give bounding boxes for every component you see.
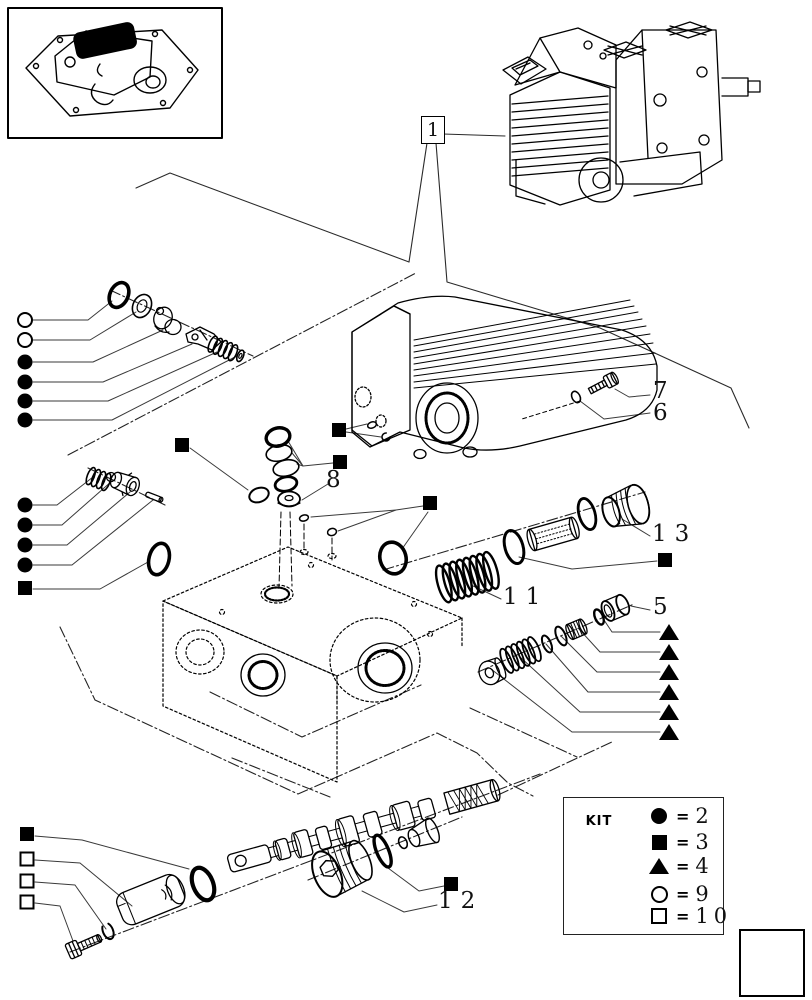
legend-quantity: 3: [695, 830, 714, 854]
kit-legend-box: KIT =2=3=4=9=10: [563, 797, 727, 935]
marker-leaders: [32, 300, 661, 942]
bolt-7: [570, 371, 619, 404]
kit-title: KIT: [585, 814, 613, 829]
ribbed-bushing: [565, 618, 588, 641]
legend-quantity: 4: [695, 854, 714, 878]
open-circle-icon: [650, 885, 668, 903]
tiny-ring-b: [381, 432, 391, 442]
oring-right-of-body: [377, 540, 409, 576]
oring-left-of-body: [146, 541, 172, 577]
nav-arrow-box[interactable]: [739, 929, 805, 997]
callout-leaders: [135, 133, 750, 429]
legend-quantity: 2: [695, 804, 714, 828]
legend-equals: =: [676, 906, 690, 926]
legend-equals: =: [676, 856, 690, 876]
bottom-chain: [64, 778, 501, 960]
legend-row-filled-triangle: =4: [648, 854, 714, 878]
spool: [226, 778, 501, 873]
oring-12: [372, 833, 393, 869]
washer-6: [570, 390, 582, 404]
ring-stack: [248, 426, 409, 589]
tiny-ring-a: [366, 421, 378, 429]
chain-5: [478, 593, 631, 686]
assembly-sketch: [502, 21, 761, 206]
legend-quantity: 9: [695, 882, 714, 906]
part-label-12: 12: [438, 888, 484, 914]
legend-row-open-circle: =9: [648, 882, 714, 906]
legend-row-filled-circle: =2: [648, 804, 714, 828]
callout-box-1: 1: [421, 116, 445, 144]
legend-equals: =: [676, 832, 690, 852]
cap-5: [600, 593, 631, 622]
legend-equals: =: [676, 806, 690, 826]
valve-body: [162, 546, 463, 783]
thumbnail-sketch: [25, 22, 199, 117]
legend-row-open-square: =10: [648, 904, 732, 928]
part-label-8: 8: [326, 467, 341, 493]
valve-body-solid: [240, 586, 413, 697]
part-label-7: 7: [653, 378, 668, 404]
circlip: [101, 921, 115, 941]
filled-triangle-icon: [649, 858, 669, 874]
thumbnail-locator: [7, 7, 223, 139]
group1-parts: [107, 280, 245, 363]
group2-parts: [85, 466, 172, 577]
open-square-icon: [651, 908, 667, 924]
part-label-11: 11: [503, 584, 549, 610]
oring-single-left: [248, 486, 270, 504]
bottom-oring: [189, 865, 217, 903]
cover-part: [351, 295, 658, 460]
plug-13: [601, 483, 651, 528]
spring-11: [434, 550, 500, 604]
part-label-5: 5: [653, 594, 668, 620]
bottom-bolt: [64, 933, 103, 960]
boot: [115, 873, 186, 926]
chain-13: [502, 483, 651, 566]
part-label-13: 13: [652, 521, 698, 547]
legend-equals: =: [676, 884, 690, 904]
phantom-lines: [59, 272, 646, 953]
legend-row-filled-square: =3: [648, 830, 714, 854]
filled-square-icon: [651, 834, 667, 850]
part-label-6: 6: [653, 400, 668, 426]
filled-circle-icon: [651, 808, 667, 824]
legend-quantity: 10: [695, 904, 733, 928]
plug-12: [311, 817, 440, 898]
highlight-region: [73, 22, 137, 59]
